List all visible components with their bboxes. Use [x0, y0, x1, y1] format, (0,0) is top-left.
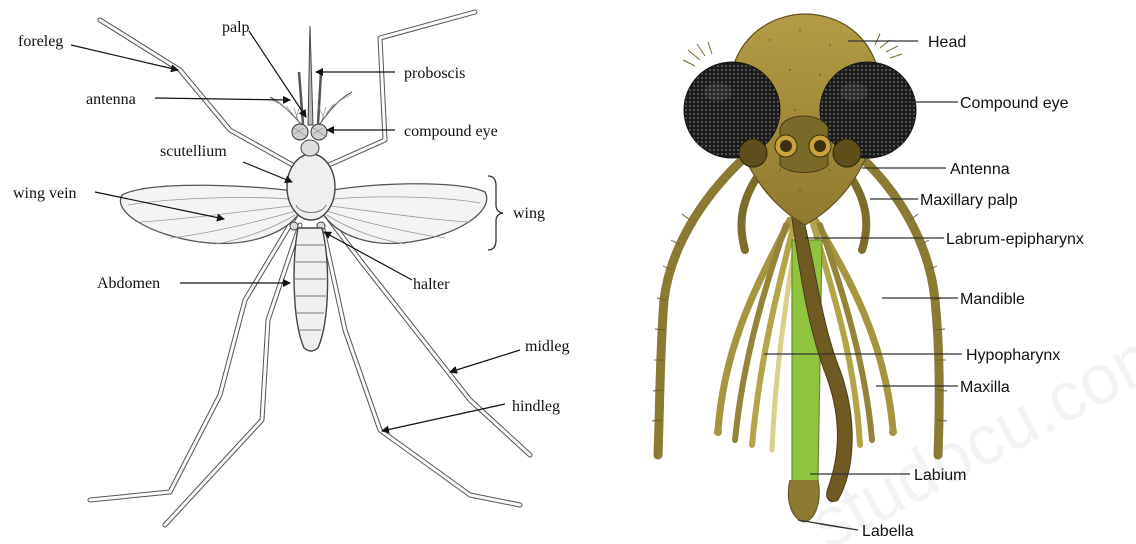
foreleg-right-drawing: [322, 12, 475, 168]
label-palp: palp: [222, 19, 250, 36]
thorax-drawing: [287, 154, 335, 220]
midleg-right-drawing: [326, 215, 530, 455]
label-maxillary-palp: Maxillary palp: [920, 192, 1018, 209]
label-proboscis: proboscis: [404, 65, 465, 82]
label-head: Head: [928, 34, 966, 51]
label-wing-vein: wing vein: [13, 185, 77, 202]
abdomen-drawing: [294, 228, 328, 351]
label-hindleg: hindleg: [512, 398, 560, 415]
right-wing-drawing: [322, 184, 487, 244]
label-hypopharynx: Hypopharynx: [966, 347, 1060, 364]
compound-eye-left-drawing-right: [684, 62, 780, 158]
mosquito-body-diagram: foreleg palp proboscis antenna compound …: [13, 12, 569, 525]
label-antenna-right: Antenna: [950, 161, 1010, 178]
label-compound-eye-right: Compound eye: [960, 95, 1069, 112]
label-antenna: antenna: [86, 91, 136, 108]
proboscis-drawing: [308, 26, 313, 125]
label-scutellium: scutellium: [160, 143, 227, 160]
label-labella: Labella: [862, 523, 914, 540]
hindleg-right-drawing: [322, 225, 520, 505]
mosquito-head-diagram: studocu.com: [652, 14, 1136, 544]
label-maxilla: Maxilla: [960, 379, 1010, 396]
label-compound-eye: compound eye: [404, 123, 498, 140]
wing-bracket: [488, 176, 503, 250]
label-halter: halter: [413, 276, 450, 293]
label-abdomen: Abdomen: [97, 275, 160, 292]
hindleg-left-drawing: [165, 225, 300, 525]
label-labium: Labium: [914, 467, 966, 484]
left-wing-drawing: [120, 185, 300, 243]
label-wing: wing: [513, 205, 545, 222]
compound-eye-right-drawing-right: [820, 62, 916, 158]
label-mandible: Mandible: [960, 291, 1025, 308]
label-midleg: midleg: [525, 338, 569, 355]
label-labrum-epipharynx: Labrum-epipharynx: [946, 231, 1084, 248]
label-foreleg: foreleg: [18, 33, 63, 50]
